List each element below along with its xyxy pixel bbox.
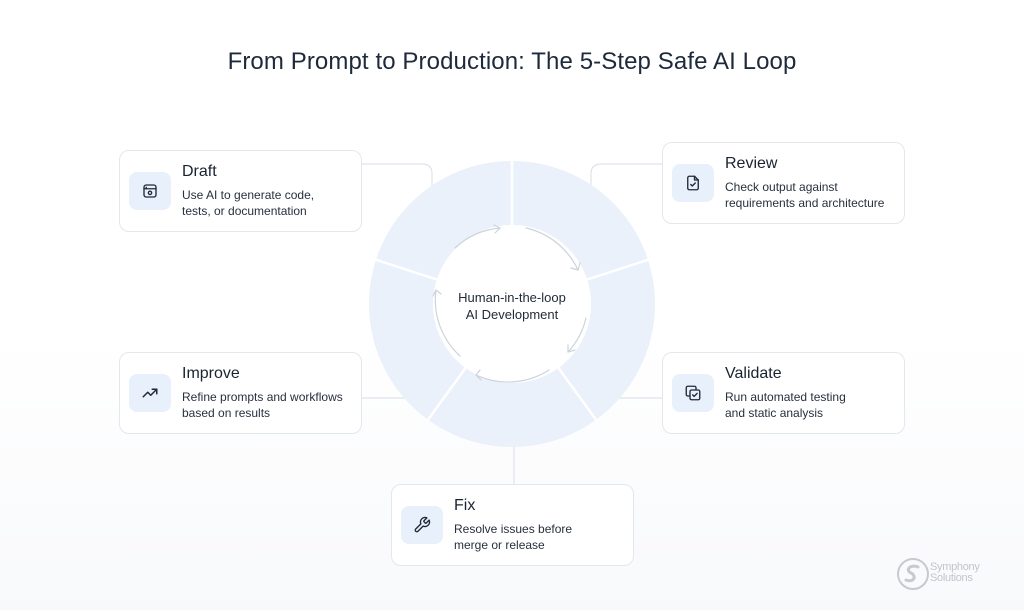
draft-icon-box	[129, 172, 171, 210]
draft-description: Use AI to generate code, tests, or docum…	[182, 188, 315, 218]
step-card-draft: Draft Use AI to generate code, tests, or…	[119, 150, 362, 232]
fix-title: Fix	[454, 497, 476, 514]
center-label-line1: Human-in-the-loop	[458, 290, 566, 305]
inner-arrows	[432, 224, 587, 383]
center-label-line2: AI Development	[465, 307, 559, 322]
step-card-improve: Improve Refine prompts and workflows bas…	[119, 352, 362, 434]
improve-title: Improve	[182, 365, 240, 382]
brand-logo: Symphony Solutions	[896, 556, 1006, 592]
review-title: Review	[725, 155, 778, 172]
fix-description: Resolve issues before merge or release	[454, 522, 573, 552]
screen-code-icon	[143, 184, 157, 198]
fix-icon-box	[401, 506, 443, 544]
validate-title: Validate	[725, 365, 782, 382]
copy-check-icon	[685, 385, 701, 401]
brand-logo-text: Symphony Solutions	[930, 562, 980, 584]
document-check-icon	[687, 175, 699, 191]
improve-icon-box	[129, 374, 171, 412]
review-description: Check output against requirements and ar…	[725, 180, 885, 210]
step-card-validate: Validate Run automated testing and stati…	[662, 352, 905, 434]
draft-title: Draft	[182, 163, 217, 180]
trending-up-icon	[142, 388, 158, 398]
connector-review	[590, 163, 662, 190]
review-icon-box	[672, 164, 714, 202]
improve-description: Refine prompts and workflows based on re…	[182, 390, 343, 420]
validate-icon-box	[672, 374, 714, 412]
center-label: Human-in-the-loop AI Development	[412, 289, 612, 323]
brand-logo-mark	[897, 558, 929, 590]
connector-draft	[361, 163, 433, 190]
brand-logo-line1: Symphony	[930, 561, 980, 573]
step-card-fix: Fix Resolve issues before merge or relea…	[391, 484, 634, 566]
brand-logo-line2: Solutions	[930, 572, 973, 584]
wrench-icon	[414, 516, 431, 533]
ring-separators	[374, 160, 650, 422]
page-title: From Prompt to Production: The 5-Step Sa…	[227, 48, 797, 75]
inner-circle	[433, 225, 591, 383]
validate-description: Run automated testing and static analysi…	[725, 390, 846, 420]
step-card-review: Review Check output against requirements…	[662, 142, 905, 224]
